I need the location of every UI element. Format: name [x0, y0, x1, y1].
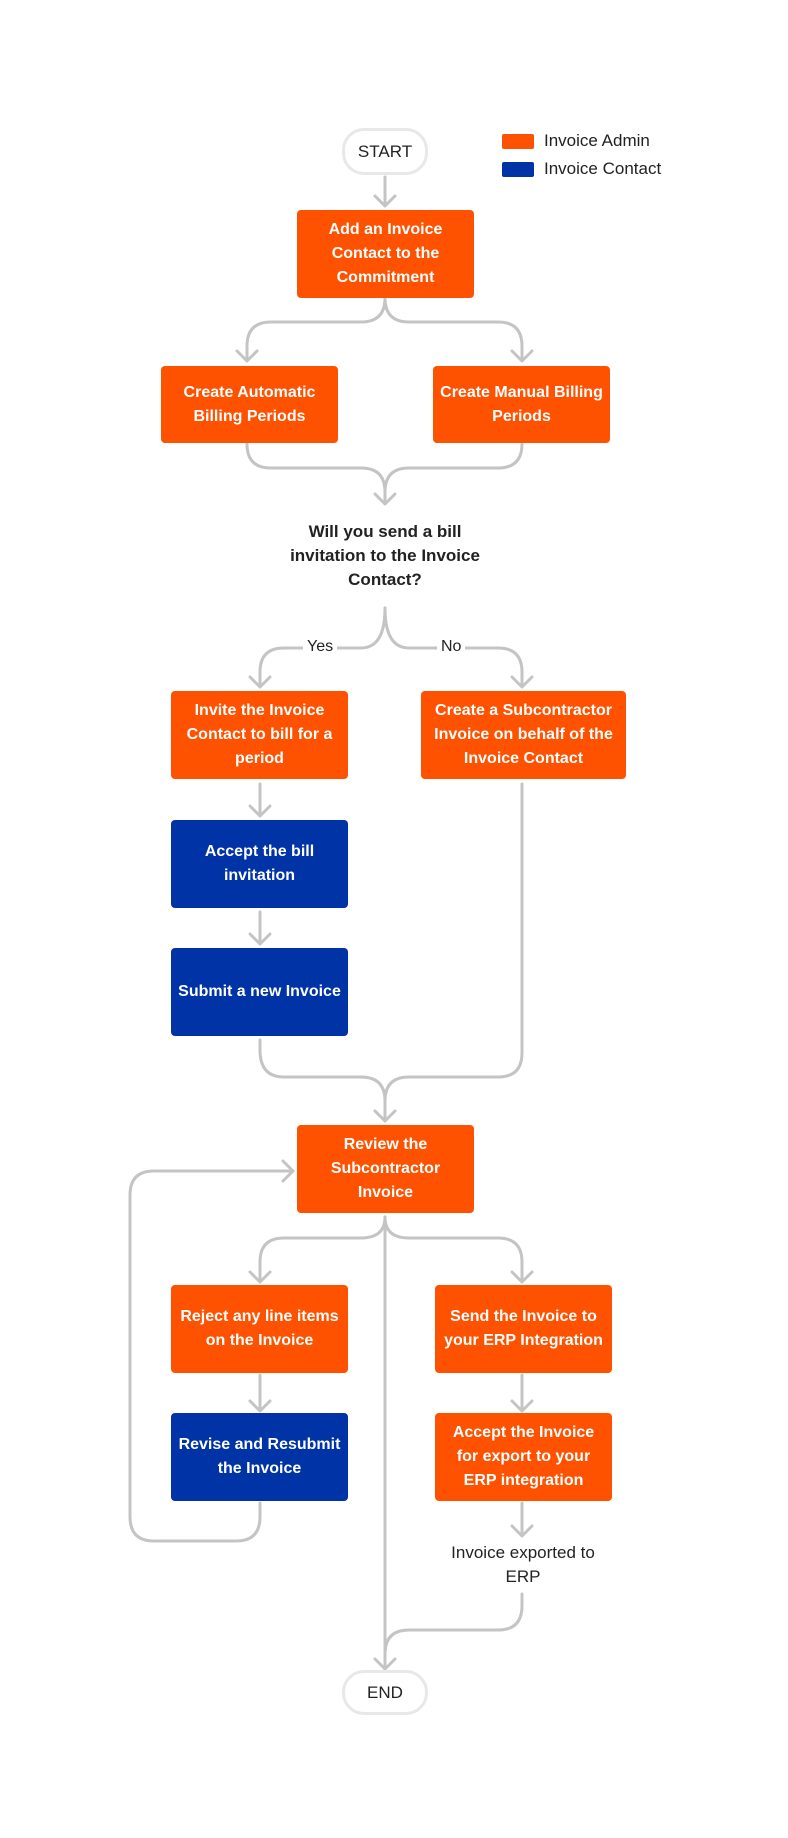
connector-accept-to-exported — [510, 1501, 534, 1538]
node-review-subcontractor-invoice: Review the Subcontractor Invoice — [297, 1125, 474, 1213]
node-create-subcontractor-invoice: Create a Subcontractor Invoice on behalf… — [421, 691, 626, 779]
connector-review-reject — [248, 1215, 387, 1284]
legend-contact-label: Invoice Contact — [544, 159, 662, 178]
connector-exported-to-end — [383, 1592, 524, 1656]
node-accept-bill-invitation: Accept the bill invitation — [171, 820, 348, 908]
legend-invoice-admin: Invoice Admin — [502, 131, 650, 151]
node-create-manual-billing-periods: Create Manual Billing Periods — [433, 366, 610, 443]
legend-invoice-contact: Invoice Contact — [502, 159, 661, 179]
node-create-automatic-billing-periods: Create Automatic Billing Periods — [161, 366, 338, 443]
text-invoice-exported: Invoice exported to ERP — [451, 1543, 595, 1586]
connector-submit-merge — [258, 1038, 397, 1123]
connector-create-merge — [383, 782, 524, 1103]
node-revise-and-resubmit: Revise and Resubmit the Invoice — [171, 1413, 348, 1501]
connector-add-contact-split — [235, 296, 534, 363]
node-send-invoice-to-erp: Send the Invoice to your ERP Integration — [435, 1285, 612, 1373]
connector-invite-to-accept — [248, 782, 272, 818]
node-submit-new-invoice: Submit a new Invoice — [171, 948, 348, 1036]
node-invite-invoice-contact: Invite the Invoice Contact to bill for a… — [171, 691, 348, 779]
connector-send-to-accept — [510, 1373, 534, 1413]
node-accept-invoice-for-export: Accept the Invoice for export to your ER… — [435, 1413, 612, 1501]
question-bill-invitation: Will you send a bill invitation to the I… — [290, 522, 480, 589]
node-reject-line-items: Reject any line items on the Invoice — [171, 1285, 348, 1373]
connector-question-no — [383, 606, 534, 689]
start-terminal: START — [342, 128, 428, 175]
end-terminal: END — [342, 1670, 428, 1715]
edge-label-no: No — [437, 637, 466, 657]
connector-accept-to-submit — [248, 910, 272, 946]
node-add-invoice-contact: Add an Invoice Contact to the Commitment — [297, 210, 474, 298]
connector-reject-to-revise — [248, 1373, 272, 1413]
legend-admin-label: Invoice Admin — [544, 131, 650, 150]
connector-review-to-end — [373, 1215, 397, 1671]
connector-start-to-add-contact — [373, 175, 397, 208]
legend-swatch-admin — [502, 133, 534, 149]
edge-label-yes: Yes — [303, 637, 338, 657]
connector-question-yes — [248, 606, 387, 689]
connector-review-send — [383, 1215, 534, 1284]
connector-periods-merge — [245, 442, 524, 506]
connector-revise-loop — [128, 1159, 295, 1543]
legend-swatch-contact — [502, 161, 534, 177]
